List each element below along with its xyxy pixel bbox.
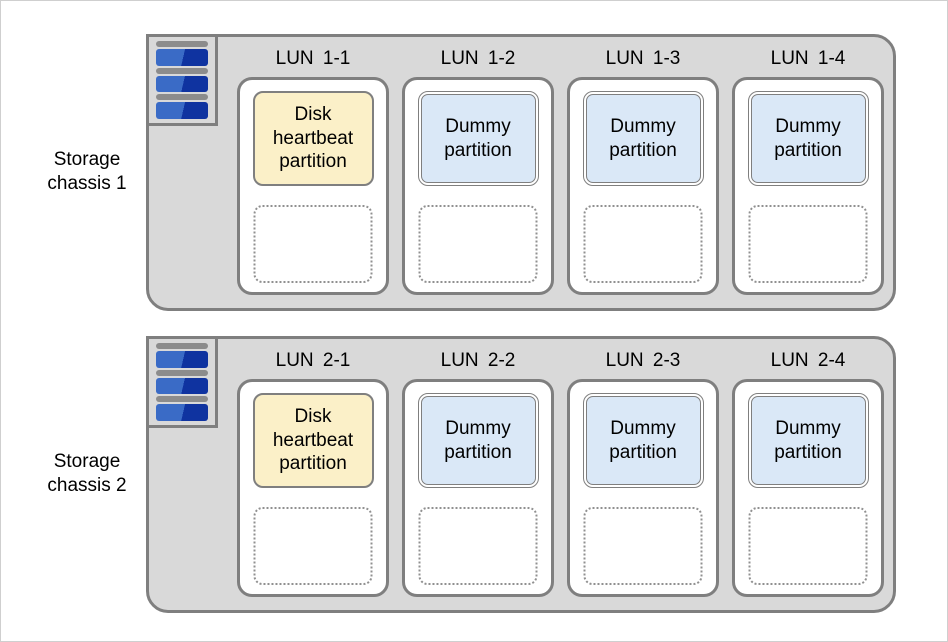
lun-box: Dummy partition bbox=[732, 77, 884, 295]
lun-2-4: LUN 2-4 Dummy partition bbox=[732, 339, 884, 610]
chassis-2-label: Storage chassis 2 bbox=[47, 451, 127, 496]
lun-1-4: LUN 1-4 Dummy partition bbox=[732, 37, 884, 308]
lun-box: Dummy partition bbox=[402, 379, 554, 597]
lun-label: LUN 2-2 bbox=[440, 350, 516, 371]
lun-label: LUN 1-1 bbox=[275, 48, 351, 69]
empty-partition-slot bbox=[253, 205, 373, 283]
empty-partition-slot bbox=[253, 507, 373, 585]
lun-1-2: LUN 1-2 Dummy partition bbox=[402, 37, 554, 308]
dummy-partition-label: Dummy partition bbox=[585, 396, 701, 485]
lun-label: LUN 2-3 bbox=[605, 350, 681, 371]
disk-array-icon bbox=[146, 336, 218, 428]
disk-tray-bar bbox=[156, 67, 208, 74]
dummy-partition-label: Dummy partition bbox=[585, 94, 701, 183]
empty-partition-slot bbox=[748, 507, 868, 585]
disk-heartbeat-partition: Disk heartbeat partition bbox=[252, 91, 374, 186]
dummy-partition: Dummy partition bbox=[417, 393, 539, 488]
lun-box: Dummy partition bbox=[567, 77, 719, 295]
disk-drive-bar bbox=[156, 350, 208, 368]
lun-1-3: LUN 1-3 Dummy partition bbox=[567, 37, 719, 308]
dummy-partition: Dummy partition bbox=[582, 91, 704, 186]
disk-tray-bar bbox=[156, 369, 208, 376]
chassis-1-label: Storage chassis 1 bbox=[47, 149, 127, 194]
disk-tray-bar bbox=[156, 94, 208, 101]
lun-2-3: LUN 2-3 Dummy partition bbox=[567, 339, 719, 610]
empty-partition-slot bbox=[748, 205, 868, 283]
disk-drive-bar bbox=[156, 404, 208, 421]
lun-label: LUN 1-3 bbox=[605, 48, 681, 69]
disk-tray-bar bbox=[156, 41, 208, 47]
lun-label: LUN 2-1 bbox=[275, 350, 351, 371]
lun-box: Disk heartbeat partition bbox=[237, 77, 389, 295]
dummy-partition-label: Dummy partition bbox=[420, 396, 536, 485]
lun-2-1: LUN 2-1 Disk heartbeat partition bbox=[237, 339, 389, 610]
disk-tray-bar bbox=[156, 396, 208, 403]
empty-partition-slot bbox=[583, 205, 703, 283]
disk-heartbeat-partition: Disk heartbeat partition bbox=[252, 393, 374, 488]
lun-box: Disk heartbeat partition bbox=[237, 379, 389, 597]
lun-label: LUN 1-2 bbox=[440, 48, 516, 69]
disk-drive-bar bbox=[156, 75, 208, 93]
lun-box: Dummy partition bbox=[402, 77, 554, 295]
dummy-partition-label: Dummy partition bbox=[420, 94, 536, 183]
disk-tray-bar bbox=[156, 343, 208, 349]
empty-partition-slot bbox=[418, 205, 538, 283]
disk-drive-bar bbox=[156, 48, 208, 66]
dummy-partition: Dummy partition bbox=[747, 393, 869, 488]
dummy-partition: Dummy partition bbox=[747, 91, 869, 186]
dummy-partition-label: Dummy partition bbox=[750, 94, 866, 183]
empty-partition-slot bbox=[418, 507, 538, 585]
lun-1-1: LUN 1-1 Disk heartbeat partition bbox=[237, 37, 389, 308]
storage-chassis-1: LUN 1-1 Disk heartbeat partition LUN 1-2… bbox=[146, 34, 896, 311]
lun-label: LUN 2-4 bbox=[770, 350, 846, 371]
lun-box: Dummy partition bbox=[567, 379, 719, 597]
lun-2-2: LUN 2-2 Dummy partition bbox=[402, 339, 554, 610]
dummy-partition: Dummy partition bbox=[582, 393, 704, 488]
storage-chassis-2: LUN 2-1 Disk heartbeat partition LUN 2-2… bbox=[146, 336, 896, 613]
disk-drive-bar bbox=[156, 102, 208, 119]
lun-label: LUN 1-4 bbox=[770, 48, 846, 69]
dummy-partition-label: Dummy partition bbox=[750, 396, 866, 485]
empty-partition-slot bbox=[583, 507, 703, 585]
dummy-partition: Dummy partition bbox=[417, 91, 539, 186]
lun-box: Dummy partition bbox=[732, 379, 884, 597]
disk-array-icon bbox=[146, 34, 218, 126]
disk-drive-bar bbox=[156, 377, 208, 395]
